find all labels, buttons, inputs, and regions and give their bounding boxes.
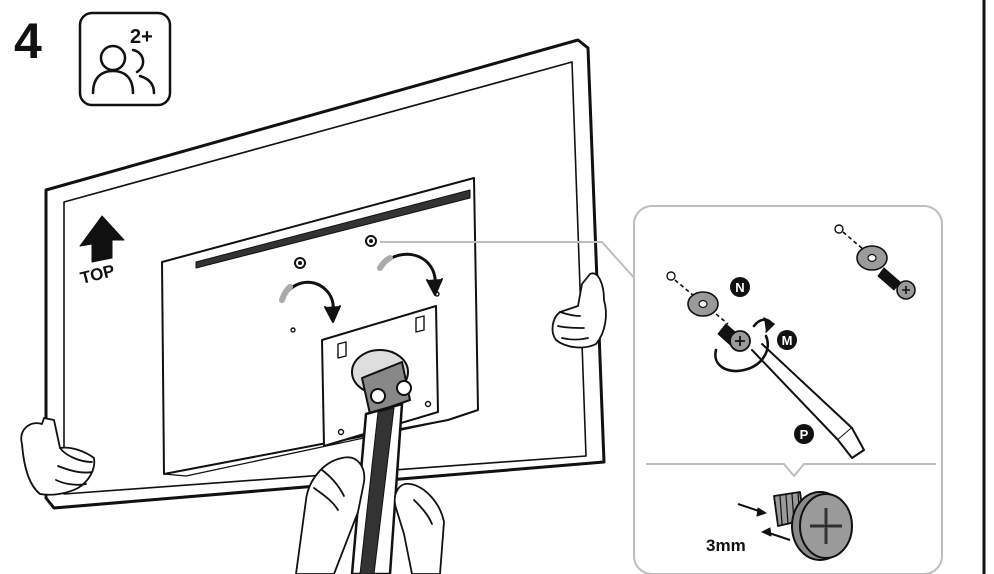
back-screw-left xyxy=(295,258,305,268)
people-badge: 2+ xyxy=(80,13,170,105)
step-number: 4 xyxy=(14,13,42,69)
back-screw-right xyxy=(366,236,376,246)
part-callout-p: P xyxy=(794,424,814,444)
screw-length-label: 3mm xyxy=(706,536,746,555)
part-callout-n: N xyxy=(730,277,750,297)
part-label-m: M xyxy=(782,333,793,348)
part-label-n: N xyxy=(735,280,744,295)
part-callout-m: M xyxy=(777,330,797,350)
people-count: 2+ xyxy=(130,26,153,48)
part-label-p: P xyxy=(800,427,809,442)
